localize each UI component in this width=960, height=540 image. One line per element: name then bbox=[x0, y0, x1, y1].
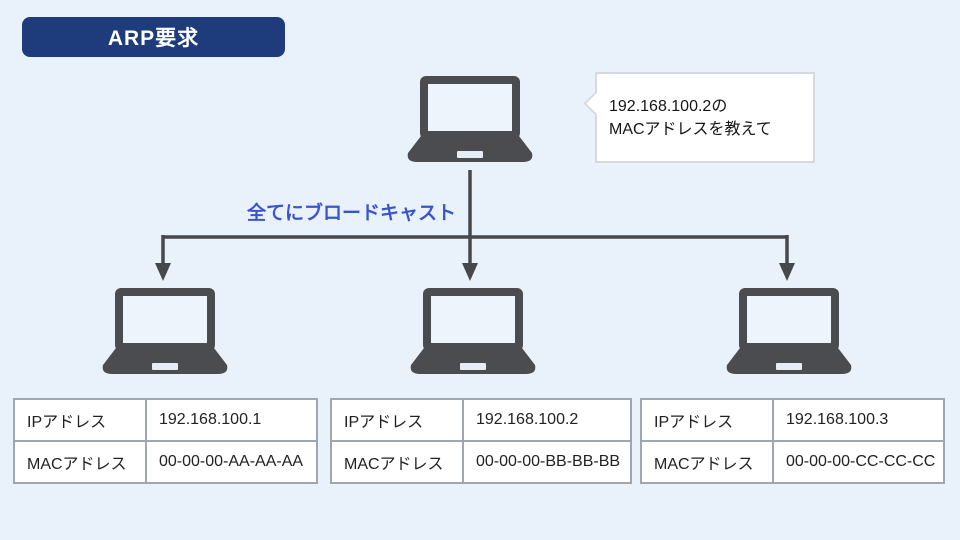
mac-value: 00-00-00-CC-CC-CC bbox=[772, 440, 945, 484]
host-table-3: IPアドレス 192.168.100.3 MACアドレス 00-00-00-CC… bbox=[640, 398, 945, 484]
laptop-icon-sender bbox=[407, 76, 533, 168]
speech-bubble: 192.168.100.2の MACアドレスを教えて bbox=[583, 72, 815, 163]
ip-value: 192.168.100.1 bbox=[145, 398, 318, 442]
table-row: MACアドレス 00-00-00-AA-AA-AA bbox=[13, 440, 318, 484]
mac-label: MACアドレス bbox=[640, 440, 774, 484]
laptop-icon-host-2 bbox=[410, 288, 536, 380]
ip-label: IPアドレス bbox=[13, 398, 147, 442]
mac-label: MACアドレス bbox=[330, 440, 464, 484]
table-row: MACアドレス 00-00-00-BB-BB-BB bbox=[330, 440, 632, 484]
table-row: IPアドレス 192.168.100.1 bbox=[13, 398, 318, 442]
broadcast-arrows bbox=[155, 170, 795, 281]
broadcast-label: 全てにブロードキャスト bbox=[247, 203, 457, 224]
mac-value: 00-00-00-BB-BB-BB bbox=[462, 440, 632, 484]
bubble-line-1: 192.168.100.2の bbox=[609, 97, 728, 115]
ip-label: IPアドレス bbox=[640, 398, 774, 442]
ip-value: 192.168.100.2 bbox=[462, 398, 632, 442]
speech-bubble-tail bbox=[583, 91, 608, 116]
table-row: MACアドレス 00-00-00-CC-CC-CC bbox=[640, 440, 945, 484]
mac-value: 00-00-00-AA-AA-AA bbox=[145, 440, 318, 484]
host-table-2: IPアドレス 192.168.100.2 MACアドレス 00-00-00-BB… bbox=[330, 398, 632, 484]
laptop-icon-host-1 bbox=[102, 288, 228, 380]
page-title: ARP要求 bbox=[107, 27, 200, 50]
mac-label: MACアドレス bbox=[13, 440, 147, 484]
title-badge: ARP要求 bbox=[22, 17, 285, 57]
arrowhead-left-icon bbox=[155, 263, 171, 281]
host-table-1: IPアドレス 192.168.100.1 MACアドレス 00-00-00-AA… bbox=[13, 398, 318, 484]
arrowhead-center-icon bbox=[462, 263, 478, 281]
table-row: IPアドレス 192.168.100.3 bbox=[640, 398, 945, 442]
bubble-line-2: MACアドレスを教えて bbox=[609, 120, 772, 138]
ip-label: IPアドレス bbox=[330, 398, 464, 442]
ip-value: 192.168.100.3 bbox=[772, 398, 945, 442]
laptop-icon-host-3 bbox=[726, 288, 852, 380]
arrowhead-right-icon bbox=[779, 263, 795, 281]
table-row: IPアドレス 192.168.100.2 bbox=[330, 398, 632, 442]
